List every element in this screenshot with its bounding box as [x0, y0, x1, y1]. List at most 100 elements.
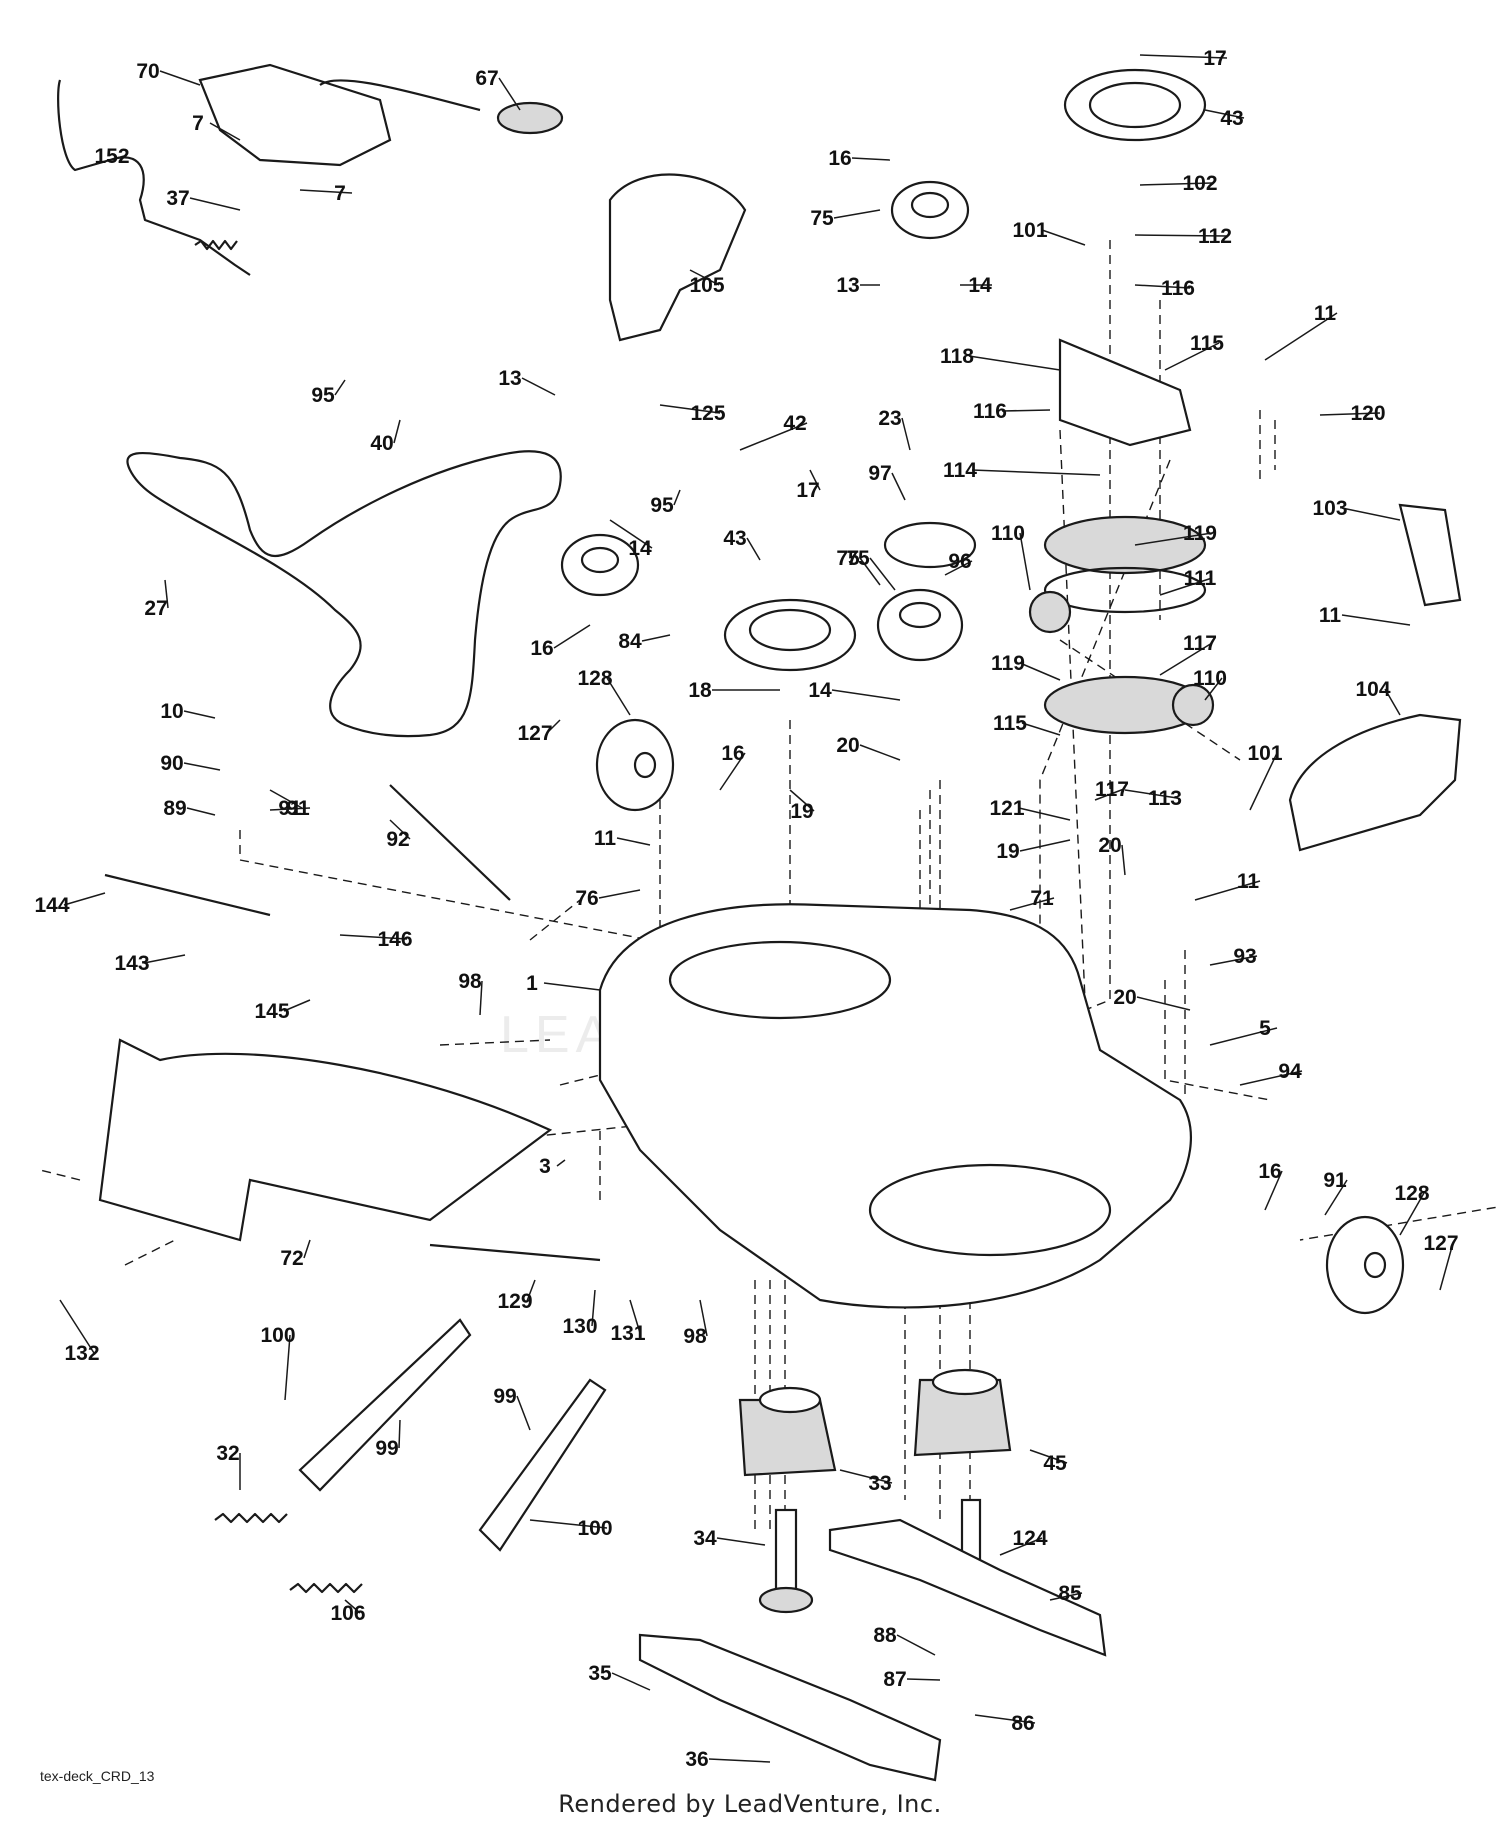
part-callout-34: 34: [693, 1527, 717, 1550]
part-callout-124: 124: [1012, 1527, 1047, 1550]
part-callout-45: 45: [1043, 1452, 1067, 1475]
part-callout-115: 115: [993, 712, 1027, 735]
callout-leader: [1134, 532, 1213, 546]
part-callout-120: 120: [1350, 402, 1385, 425]
part-callout-143: 143: [114, 952, 149, 975]
engagement-bracket: [198, 63, 392, 167]
callout-leader: [746, 537, 761, 561]
part-callout-100: 100: [577, 1517, 612, 1540]
callout-leader: [833, 209, 881, 219]
part-callout-91: 91: [286, 797, 310, 820]
part-callout-119: 119: [991, 652, 1025, 675]
part-callout-7: 7: [334, 182, 346, 205]
callout-leader: [143, 954, 186, 964]
callout-leader: [1264, 312, 1338, 361]
callout-leader: [859, 744, 901, 761]
part-callout-19: 19: [790, 800, 813, 823]
part-callout-76: 76: [575, 887, 598, 910]
part-callout-75: 75: [846, 547, 870, 570]
part-callout-27: 27: [144, 597, 167, 620]
part-callout-95: 95: [650, 494, 674, 517]
handle-knob: [496, 101, 564, 135]
part-callout-43: 43: [723, 527, 746, 550]
cable-spring: [194, 239, 238, 251]
part-callout-23: 23: [878, 407, 901, 430]
callout-leader: [716, 1537, 766, 1546]
part-callout-116: 116: [973, 400, 1007, 423]
callout-leader: [699, 1299, 708, 1337]
discharge-chute: [98, 1038, 553, 1242]
callout-leader: [183, 710, 216, 719]
callout-leader: [1249, 752, 1278, 811]
callout-leader: [1139, 54, 1228, 59]
callout-leader: [611, 1672, 651, 1691]
callout-leader: [719, 752, 746, 791]
part-callout-75: 75: [810, 207, 834, 230]
callout-leader: [164, 579, 169, 609]
callout-leader: [339, 934, 408, 940]
callout-leader: [1029, 1449, 1068, 1464]
callout-leader: [479, 980, 483, 1016]
callout-leader: [659, 404, 721, 414]
part-callout-11: 11: [1314, 302, 1337, 325]
credit-line: Rendered by LeadVenture, Inc.: [558, 1790, 942, 1818]
pulley-cover-104: [1288, 713, 1462, 852]
part-callout-87: 87: [883, 1668, 906, 1691]
part-callout-85: 85: [1058, 1582, 1082, 1605]
callout-leader: [1194, 880, 1261, 901]
part-callout-20: 20: [836, 734, 859, 757]
callout-leader: [1009, 897, 1055, 911]
callout-leader: [1019, 662, 1061, 681]
callout-leader: [186, 807, 216, 816]
part-callout-16: 16: [1258, 1160, 1281, 1183]
part-callout-43: 43: [1220, 107, 1243, 130]
callout-leader: [1134, 234, 1228, 237]
callout-leader: [641, 634, 671, 642]
part-callout-42: 42: [783, 412, 806, 435]
callout-leader: [859, 557, 881, 586]
part-callout-75: 75: [836, 547, 860, 570]
callout-leader: [1018, 807, 1071, 821]
part-callout-99: 99: [375, 1437, 398, 1460]
part-callout-101: 101: [1012, 219, 1047, 242]
callout-leader: [968, 355, 1061, 371]
callout-leader: [498, 77, 521, 111]
callout-leader: [1049, 1592, 1083, 1601]
part-callout-117: 117: [1183, 632, 1217, 655]
callout-leader: [159, 70, 201, 86]
callout-leader: [739, 422, 808, 451]
part-callout-70: 70: [136, 60, 159, 83]
callout-leader: [689, 269, 720, 286]
gearbox-assembly: [1028, 338, 1215, 735]
deck-spindle-well-right: [868, 1163, 1112, 1257]
idler-arms: [104, 784, 607, 1594]
part-callout-67: 67: [475, 67, 498, 90]
callout-leader: [616, 837, 651, 846]
mower-deck: [598, 903, 1192, 1309]
part-callout-1: 1: [526, 972, 538, 995]
part-callout-103: 103: [1312, 497, 1347, 520]
callout-leader: [344, 1599, 361, 1614]
callout-leader: [809, 469, 821, 491]
part-callout-17: 17: [1203, 47, 1226, 70]
part-callout-14: 14: [808, 679, 832, 702]
callout-leader: [869, 557, 896, 591]
belt-cover-105: [608, 173, 747, 342]
part-callout-16: 16: [530, 637, 553, 660]
callout-leader: [999, 1537, 1043, 1556]
part-callout-91: 91: [1323, 1169, 1347, 1192]
part-callout-110: 110: [991, 522, 1025, 545]
part-callout-90: 90: [160, 752, 183, 775]
callout-leader: [334, 379, 346, 396]
part-callout-88: 88: [873, 1624, 897, 1647]
callout-leader: [1134, 284, 1191, 289]
part-callout-99: 99: [493, 1385, 516, 1408]
part-callout-37: 37: [166, 187, 189, 210]
part-callout-130: 130: [562, 1315, 597, 1338]
callout-leader: [906, 1678, 941, 1681]
part-callout-128: 128: [577, 667, 612, 690]
part-callout-111: 111: [1184, 567, 1217, 590]
callout-leader: [526, 1279, 536, 1302]
part-callout-121: 121: [989, 797, 1024, 820]
